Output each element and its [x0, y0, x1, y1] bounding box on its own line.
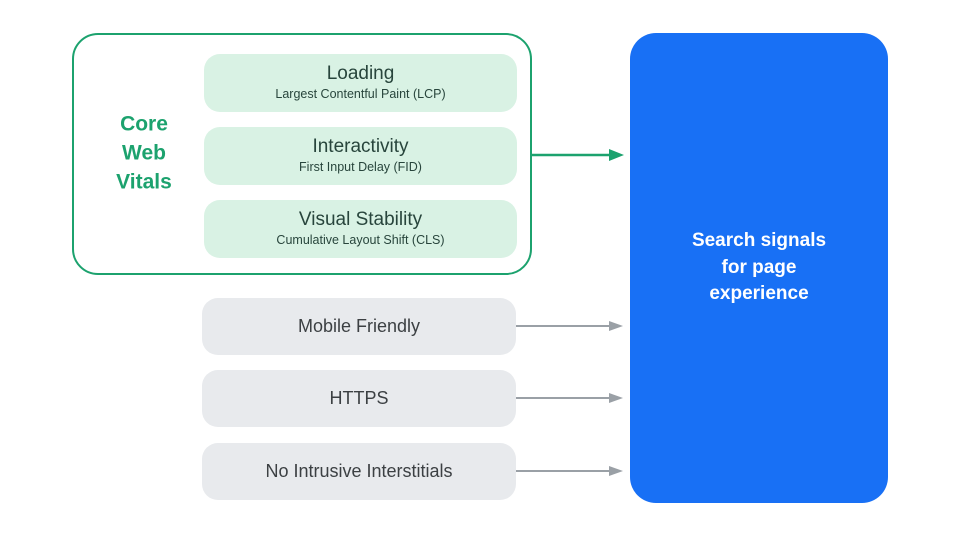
- vital-subtitle-lcp: Largest Contentful Paint (LCP): [275, 87, 446, 102]
- vital-box-visual-stability: Visual Stability Cumulative Layout Shift…: [204, 200, 517, 258]
- signal-box-no-intrusive-interstitials: No Intrusive Interstitials: [202, 443, 516, 500]
- vital-subtitle-cls: Cumulative Layout Shift (CLS): [276, 233, 445, 248]
- arrow-right-icon: [516, 466, 623, 476]
- vital-subtitle-fid: First Input Delay (FID): [299, 160, 422, 175]
- signal-box-mobile-friendly: Mobile Friendly: [202, 298, 516, 355]
- signal-box-https: HTTPS: [202, 370, 516, 427]
- vital-title-interactivity: Interactivity: [312, 136, 409, 158]
- core-web-vitals-group: Core Web Vitals Loading Largest Contentf…: [72, 33, 532, 275]
- vital-title-loading: Loading: [326, 63, 395, 85]
- vital-title-visual-stability: Visual Stability: [298, 209, 423, 231]
- vital-box-interactivity: Interactivity First Input Delay (FID): [204, 127, 517, 185]
- search-signals-box: Search signals for page experience: [630, 33, 888, 503]
- arrow-right-icon: [516, 393, 623, 403]
- vital-box-loading: Loading Largest Contentful Paint (LCP): [204, 54, 517, 112]
- arrow-right-icon: [516, 321, 623, 331]
- search-signals-label: Search signals for page experience: [691, 230, 827, 305]
- arrow-right-icon: [531, 149, 624, 161]
- core-web-vitals-label: Core Web Vitals: [116, 112, 172, 194]
